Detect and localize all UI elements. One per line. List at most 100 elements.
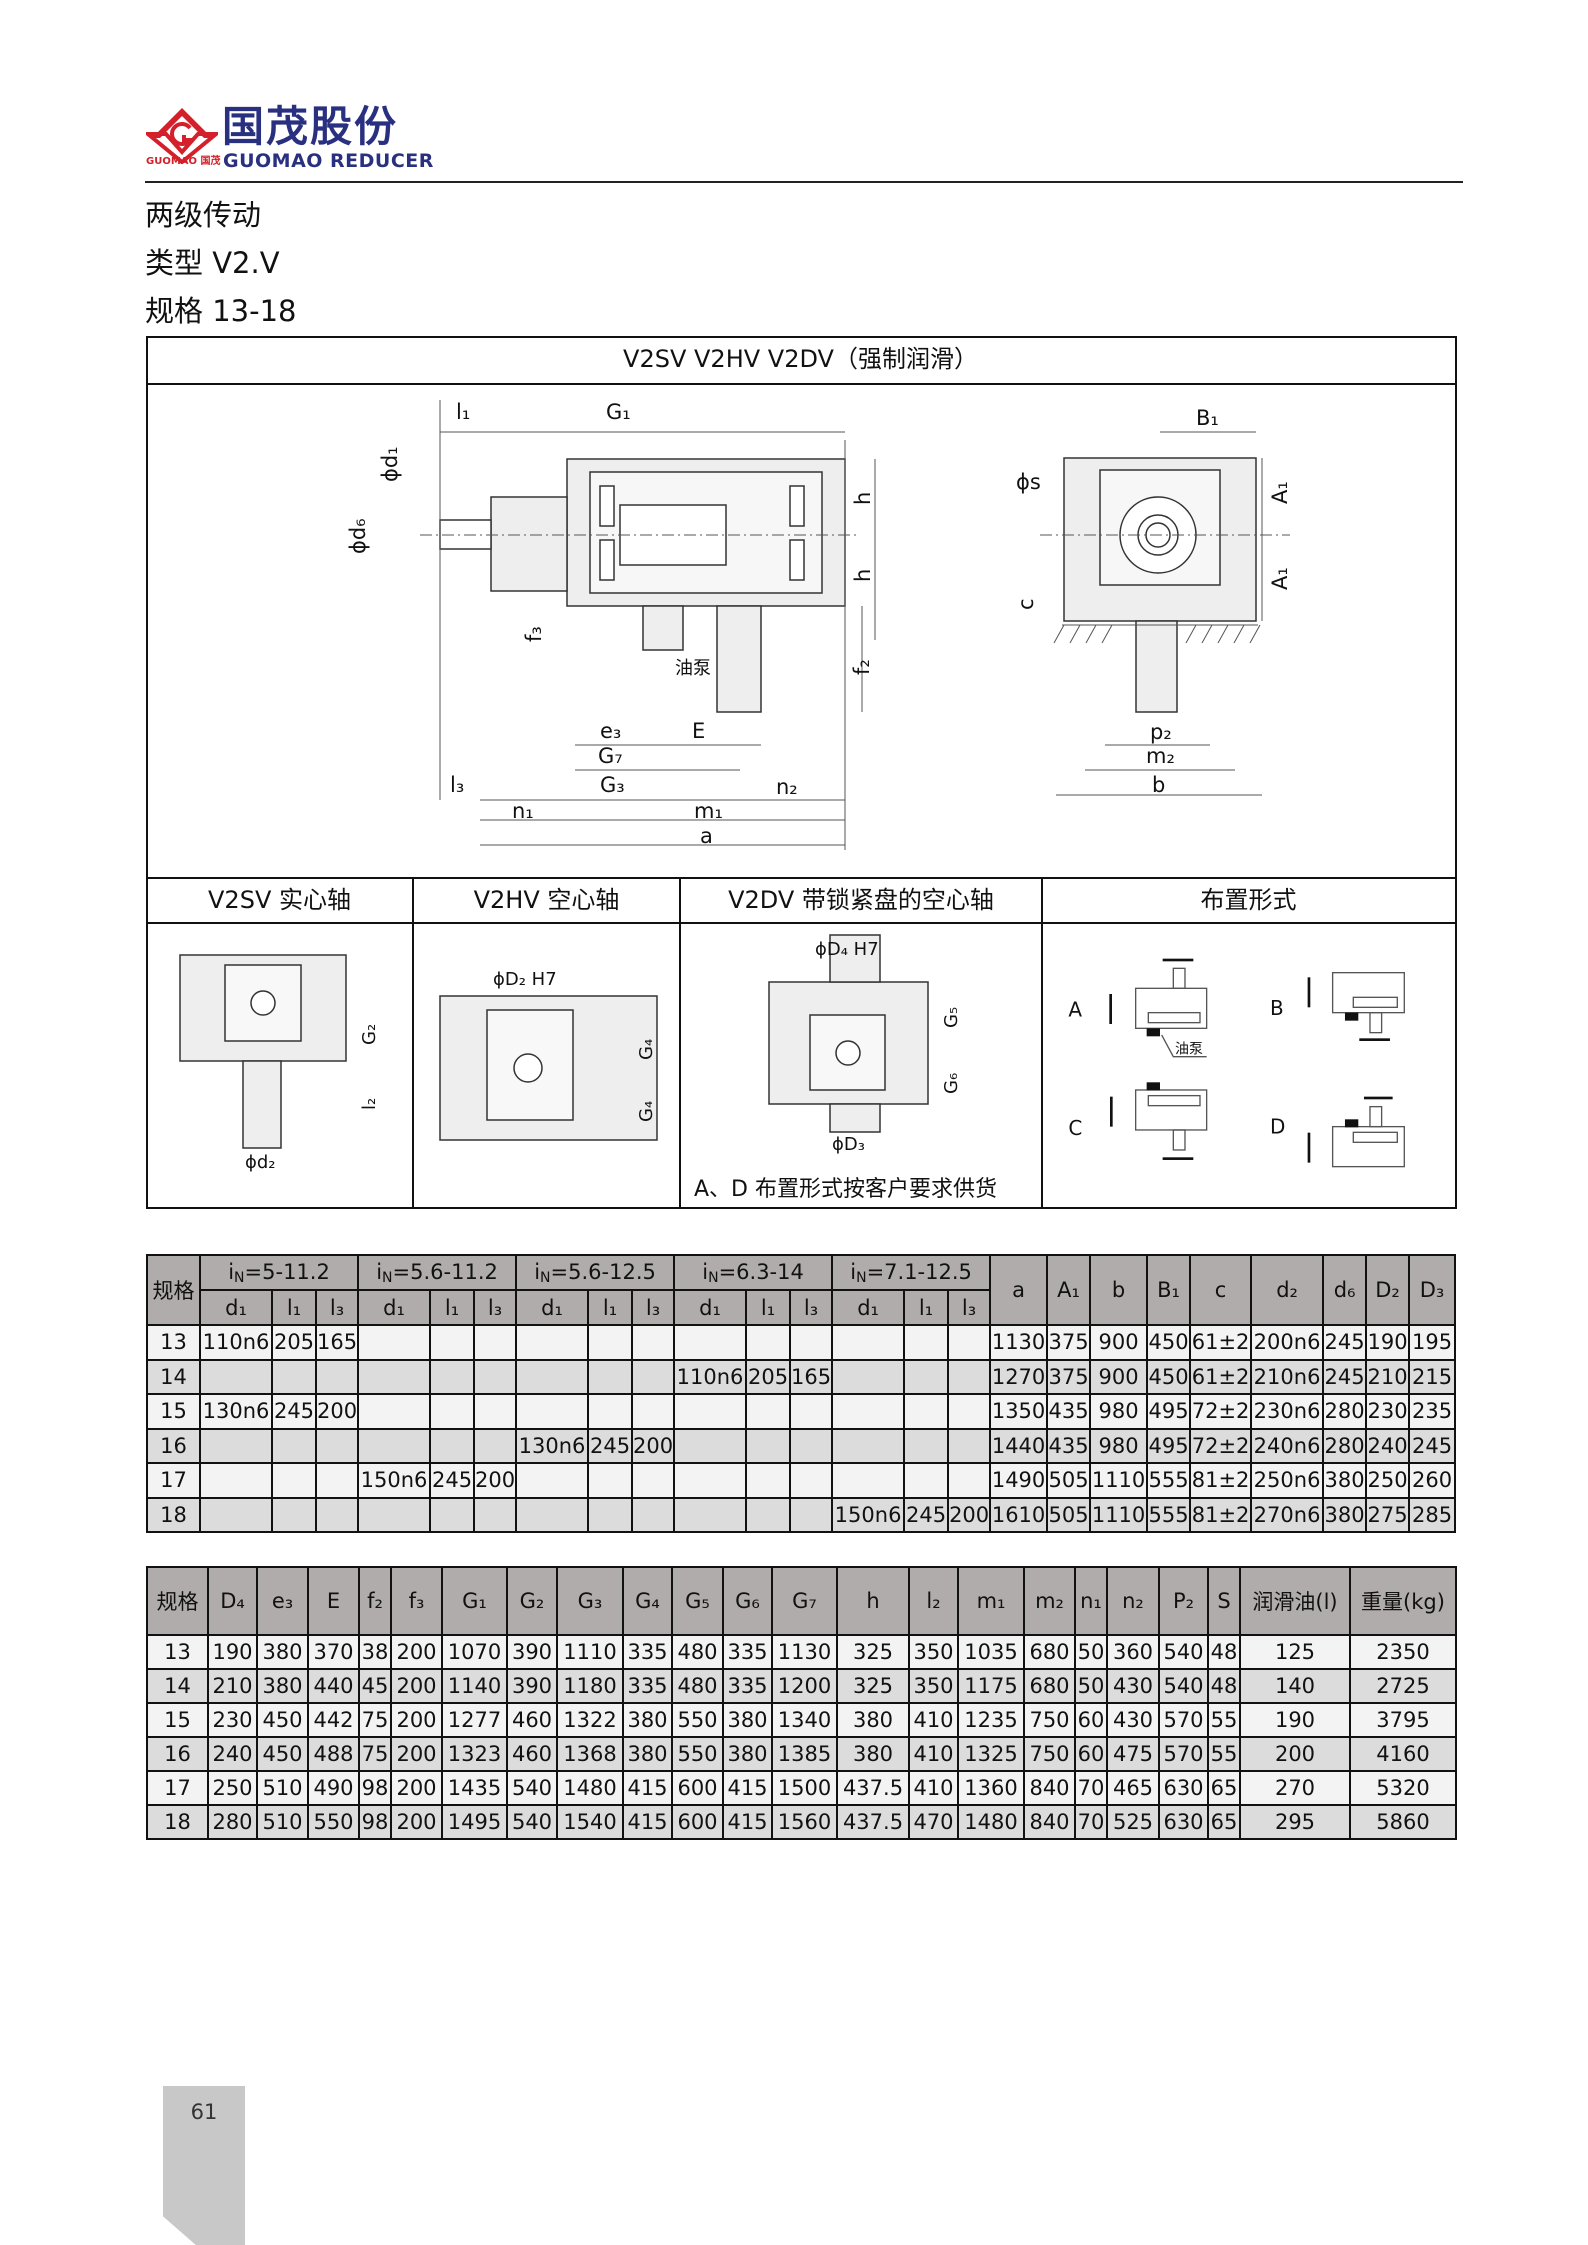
header-col: m₂ bbox=[1023, 1566, 1076, 1636]
cell-l3 bbox=[631, 1324, 676, 1361]
cell-l1 bbox=[429, 1393, 476, 1430]
cell-value: 1070 bbox=[441, 1634, 508, 1670]
cell-l1 bbox=[429, 1324, 476, 1361]
cell-value: 410 bbox=[908, 1770, 959, 1806]
cell-value: 240 bbox=[1365, 1427, 1411, 1464]
cell-size: 18 bbox=[146, 1496, 201, 1533]
cell-size: 15 bbox=[146, 1393, 201, 1430]
cell-l1 bbox=[745, 1427, 792, 1464]
dim-n2: n₂ bbox=[776, 775, 798, 799]
cell-value: 250 bbox=[207, 1770, 258, 1806]
logo-mark-text: GUOMAO 国茂 bbox=[146, 156, 221, 167]
header-col: B₁ bbox=[1146, 1254, 1192, 1326]
header-col: l₃ bbox=[473, 1289, 518, 1326]
cell-l1: 245 bbox=[903, 1496, 950, 1533]
header-col: d₁ bbox=[673, 1289, 748, 1326]
cell-value: 390 bbox=[506, 1668, 558, 1704]
cell-size: 15 bbox=[146, 1702, 209, 1738]
header-col: G₁ bbox=[441, 1566, 508, 1636]
cell-value: 48 bbox=[1207, 1634, 1241, 1670]
dim-f3: f₃ bbox=[522, 626, 546, 642]
cell-value: 245 bbox=[1408, 1427, 1457, 1464]
dim-l1: l₁ bbox=[456, 400, 470, 424]
cell-value: 540 bbox=[506, 1804, 558, 1840]
header-col: l₃ bbox=[631, 1289, 676, 1326]
cell-size: 13 bbox=[146, 1634, 209, 1670]
cell-value: 1480 bbox=[957, 1804, 1025, 1840]
cell-value: 750 bbox=[1023, 1736, 1076, 1772]
cell-value: 435 bbox=[1046, 1427, 1092, 1464]
cell-l3 bbox=[947, 1462, 992, 1499]
cell-value: 1270 bbox=[989, 1358, 1049, 1395]
cell-value: 81±2 bbox=[1189, 1496, 1253, 1533]
header-col: d₂ bbox=[1250, 1254, 1325, 1326]
cell-d1 bbox=[515, 1462, 590, 1499]
cell-value: 45 bbox=[358, 1668, 392, 1704]
header-col: f₂ bbox=[358, 1566, 392, 1636]
cell-value: 1130 bbox=[771, 1634, 838, 1670]
cell-value: 1277 bbox=[441, 1702, 508, 1738]
cell-d1 bbox=[831, 1427, 906, 1464]
cell-l3 bbox=[473, 1358, 518, 1395]
cell-l1 bbox=[429, 1496, 476, 1533]
cell-d1 bbox=[357, 1393, 432, 1430]
cell-l3 bbox=[789, 1427, 834, 1464]
cell-value: 1435 bbox=[441, 1770, 508, 1806]
header-ratio-group: iN=5-11.2 bbox=[198, 1254, 360, 1291]
panel-title-v2hv: V2HV 空心轴 bbox=[413, 877, 680, 924]
cell-value: 200 bbox=[390, 1804, 443, 1840]
cell-value: 200 bbox=[390, 1702, 443, 1738]
cell-value: 72±2 bbox=[1189, 1427, 1253, 1464]
cell-value: 140 bbox=[1239, 1668, 1351, 1704]
section-drive: 两级传动 bbox=[145, 198, 262, 232]
cell-value: 285 bbox=[1408, 1496, 1457, 1533]
cell-value: 98 bbox=[358, 1770, 392, 1806]
cell-value: 325 bbox=[836, 1668, 910, 1704]
section-size: 规格 13-18 bbox=[145, 294, 297, 328]
cell-value: 210 bbox=[1365, 1358, 1411, 1395]
cell-l3 bbox=[789, 1393, 834, 1430]
cell-value: 505 bbox=[1046, 1462, 1092, 1499]
logo-english: GUOMAO REDUCER bbox=[223, 150, 434, 172]
cell-l1 bbox=[587, 1324, 634, 1361]
cell-value: 200n6 bbox=[1250, 1324, 1325, 1361]
cell-l1 bbox=[587, 1462, 634, 1499]
header-col: n₂ bbox=[1106, 1566, 1160, 1636]
cell-value: 1110 bbox=[1089, 1462, 1149, 1499]
cell-l1 bbox=[271, 1358, 317, 1395]
cell-value: 230 bbox=[207, 1702, 258, 1738]
cell-value: 680 bbox=[1023, 1668, 1076, 1704]
cell-l3 bbox=[314, 1358, 360, 1395]
cell-value: 260 bbox=[1408, 1462, 1457, 1499]
cell-value: 1360 bbox=[957, 1770, 1025, 1806]
cell-value: 555 bbox=[1146, 1496, 1192, 1533]
cell-value: 250 bbox=[1365, 1462, 1411, 1499]
cell-value: 495 bbox=[1146, 1427, 1192, 1464]
cell-value: 5320 bbox=[1349, 1770, 1457, 1806]
cell-l1 bbox=[271, 1427, 317, 1464]
cell-value: 190 bbox=[1365, 1324, 1411, 1361]
dim-phi-D4: ϕD₄ H7 bbox=[815, 939, 879, 960]
cell-value: 510 bbox=[256, 1804, 309, 1840]
dim-phi-D3: ϕD₃ bbox=[832, 1134, 865, 1155]
cell-value: 280 bbox=[1322, 1393, 1368, 1430]
cell-value: 60 bbox=[1074, 1736, 1108, 1772]
cell-value: 380 bbox=[256, 1668, 309, 1704]
cell-l1 bbox=[745, 1462, 792, 1499]
cell-value: 630 bbox=[1158, 1804, 1209, 1840]
cell-l1: 205 bbox=[745, 1358, 792, 1395]
cell-value: 450 bbox=[1146, 1324, 1192, 1361]
cell-value: 488 bbox=[307, 1736, 360, 1772]
header-col: l₃ bbox=[314, 1289, 360, 1326]
drawing-title: V2SV V2HV V2DV（强制润滑） bbox=[146, 336, 1455, 385]
cell-value: 55 bbox=[1207, 1702, 1241, 1738]
ratio-sub: N bbox=[382, 1269, 393, 1286]
header-col: l₃ bbox=[789, 1289, 834, 1326]
oil-pump bbox=[642, 605, 684, 651]
dim-phi-D2: ϕD₂ H7 bbox=[493, 969, 557, 990]
header-col: D₂ bbox=[1365, 1254, 1411, 1326]
panel-title-v2sv: V2SV 实心轴 bbox=[146, 877, 413, 924]
cell-value: 335 bbox=[622, 1634, 673, 1670]
